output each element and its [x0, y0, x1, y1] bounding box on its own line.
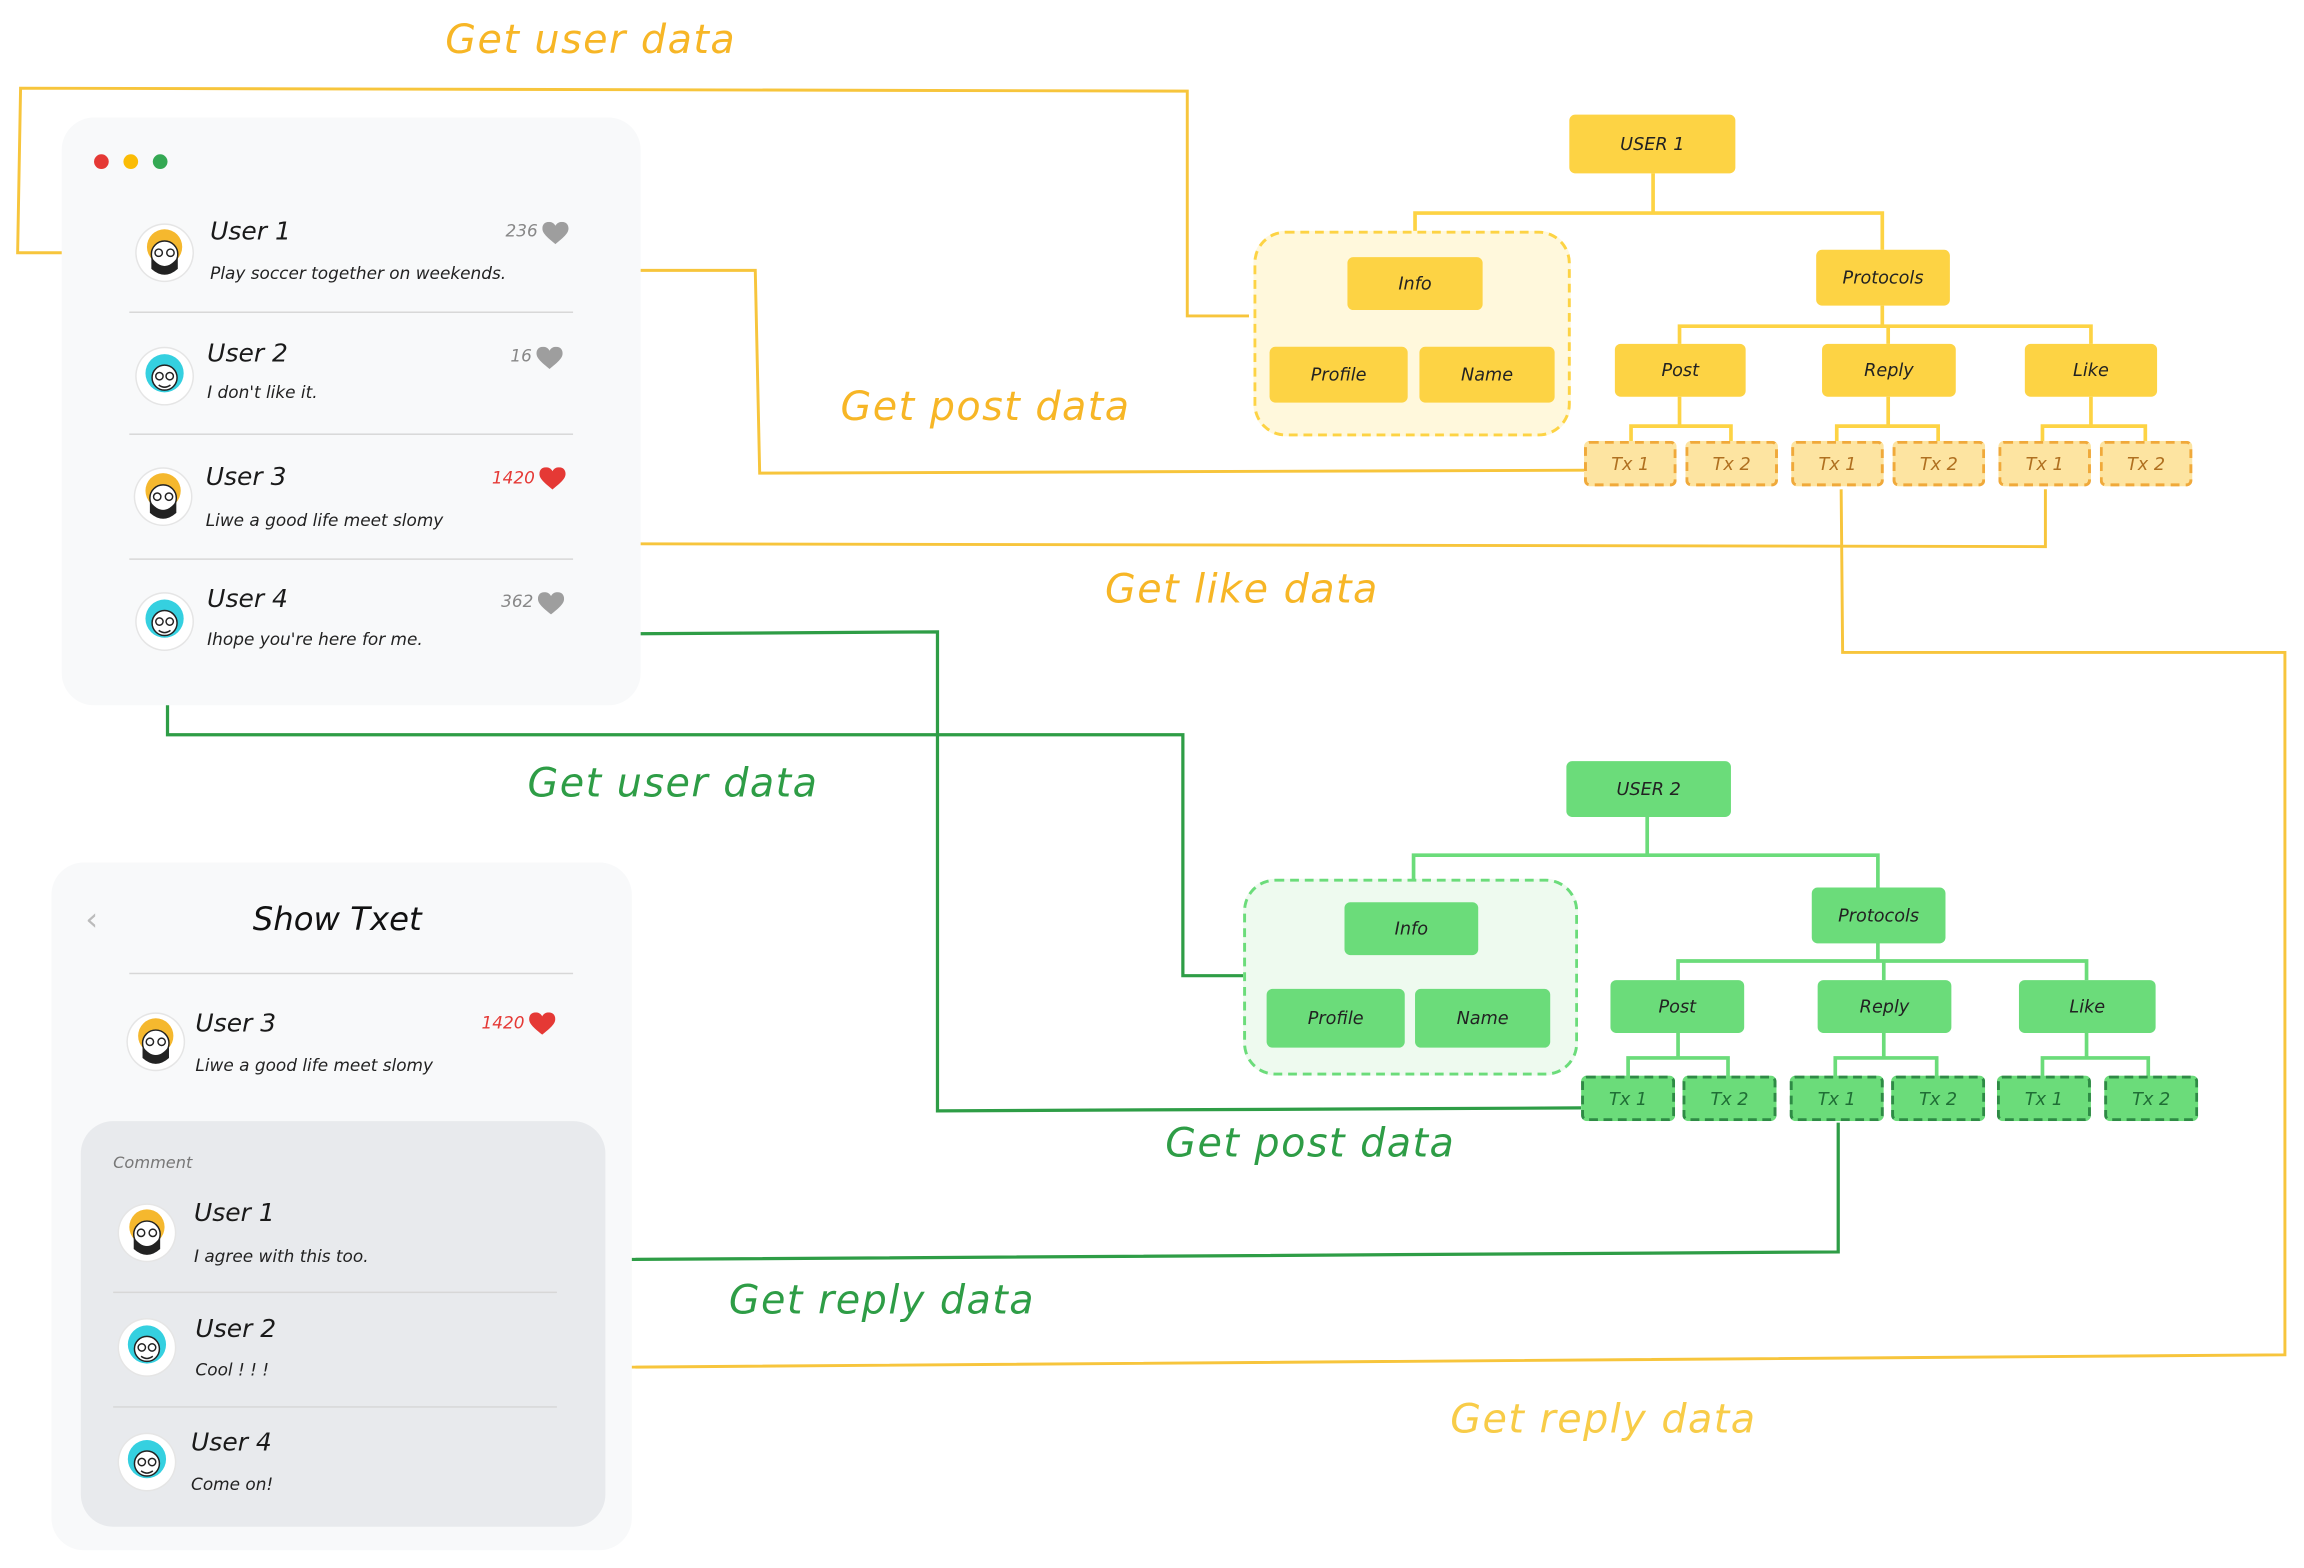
comment-username[interactable]: User 4 [191, 1428, 272, 1458]
user2-post-tx1-node[interactable]: Tx 1 [1581, 1075, 1676, 1122]
user2-name-node[interactable]: Name [1415, 988, 1551, 1048]
user2-like-node[interactable]: Like [2018, 980, 2156, 1033]
user2-reply-tx2-node[interactable]: Tx 2 [1891, 1075, 1986, 1122]
avatar-cyan-hair[interactable] [136, 593, 193, 650]
user2-root-node[interactable]: USER 2 [1566, 761, 1731, 817]
divider [113, 1406, 557, 1408]
label-get-user-data-yellow: Get user data [445, 17, 737, 64]
user2-like-tx1-node[interactable]: Tx 1 [1996, 1075, 2091, 1122]
get-reply-data-green-line [417, 1122, 1840, 1269]
window-close-dot[interactable] [94, 154, 109, 169]
avatar-cyan-hair[interactable] [119, 1319, 175, 1376]
divider [129, 311, 574, 313]
post-text: I don't like it. [207, 382, 318, 403]
user2-post-node[interactable]: Post [1610, 980, 1745, 1033]
avatar-yellow-hair-masked[interactable] [136, 224, 193, 281]
like-count: 1420 [491, 467, 535, 488]
get-post-data-green-line [470, 627, 1582, 1113]
user1-protocols-node[interactable]: Protocols [1816, 249, 1950, 306]
divider [129, 558, 574, 560]
detail-post-text: Liwe a good life meet slomy [195, 1055, 434, 1076]
user2-reply-tx1-node[interactable]: Tx 1 [1789, 1075, 1884, 1122]
heart-icon[interactable] [542, 221, 569, 246]
detail-post-username[interactable]: User 3 [195, 1009, 277, 1039]
user1-post-tx1-node[interactable]: Tx 1 [1584, 440, 1677, 487]
user1-profile-node[interactable]: Profile [1269, 346, 1408, 403]
post-username[interactable]: User 3 [205, 462, 287, 493]
comment-section-label: Comment [113, 1153, 193, 1173]
label-get-reply-data-yellow: Get reply data [1450, 1397, 1757, 1443]
user2-info-node[interactable]: Info [1344, 902, 1479, 956]
divider [129, 433, 574, 435]
comment-username[interactable]: User 2 [195, 1315, 277, 1345]
get-user-data-green-line [160, 678, 1244, 978]
user1-like-tx1-node[interactable]: Tx 1 [1998, 440, 2091, 487]
post-username[interactable]: User 4 [207, 584, 288, 615]
post-username[interactable]: User 1 [210, 217, 291, 247]
user1-name-node[interactable]: Name [1419, 346, 1555, 403]
user1-root-node[interactable]: USER 1 [1569, 114, 1736, 174]
divider [113, 1291, 557, 1294]
divider [129, 972, 574, 975]
back-chevron-icon[interactable]: ‹ [85, 902, 99, 939]
label-get-like-data-yellow: Get like data [1104, 567, 1379, 613]
like-count: 16 [510, 345, 532, 366]
user2-post-tx2-node[interactable]: Tx 2 [1682, 1075, 1777, 1122]
get-user-data-yellow-line [16, 86, 1249, 318]
user1-like-node[interactable]: Like [2024, 343, 2158, 397]
user1-reply-tx1-node[interactable]: Tx 1 [1791, 440, 1884, 487]
avatar-cyan-hair[interactable] [119, 1434, 175, 1490]
window-minimize-dot[interactable] [123, 154, 139, 169]
label-get-user-data-green: Get user data [527, 761, 819, 807]
user1-post-tx2-node[interactable]: Tx 2 [1685, 440, 1778, 487]
label-get-reply-data-green: Get reply data [728, 1278, 1036, 1324]
heart-icon[interactable] [536, 346, 563, 371]
get-like-data-yellow-line [548, 489, 2047, 549]
like-count: 1420 [481, 1012, 525, 1033]
avatar-cyan-hair[interactable] [136, 348, 193, 405]
user1-reply-tx2-node[interactable]: Tx 2 [1892, 440, 1986, 487]
user1-reply-node[interactable]: Reply [1822, 343, 1956, 397]
comment-text: Cool ! ! ! [195, 1359, 270, 1380]
user2-profile-node[interactable]: Profile [1266, 988, 1405, 1048]
avatar-yellow-hair-masked[interactable] [135, 468, 192, 525]
get-post-data-yellow-line [540, 263, 1585, 475]
comment-text: I agree with this too. [193, 1246, 369, 1267]
like-count: 362 [501, 590, 534, 612]
post-text: Play soccer together on weekends. [210, 263, 507, 284]
user1-like-tx2-node[interactable]: Tx 2 [2099, 440, 2193, 487]
avatar-yellow-hair-masked[interactable] [127, 1013, 184, 1070]
heart-icon-liked[interactable] [529, 1012, 556, 1036]
post-username[interactable]: User 2 [207, 339, 288, 369]
comment-username[interactable]: User 1 [193, 1199, 275, 1229]
post-text: Liwe a good life meet slomy [205, 509, 444, 531]
label-get-post-data-green: Get post data [1165, 1121, 1456, 1167]
label-get-post-data-yellow: Get post data [840, 384, 1131, 431]
user1-post-node[interactable]: Post [1614, 343, 1746, 397]
user1-info-node[interactable]: Info [1347, 257, 1483, 311]
detail-title: Show Txet [252, 902, 422, 939]
get-reply-data-yellow-line [312, 489, 2287, 1377]
heart-icon-liked[interactable] [539, 467, 566, 491]
avatar-yellow-hair-masked[interactable] [119, 1204, 175, 1261]
user2-protocols-node[interactable]: Protocols [1811, 887, 1946, 944]
window-maximize-dot[interactable] [152, 154, 168, 169]
heart-icon[interactable] [537, 592, 565, 616]
like-count: 236 [505, 220, 538, 241]
post-text: Ihope you're here for me. [207, 628, 423, 650]
comment-text: Come on! [191, 1473, 274, 1495]
user2-like-tx2-node[interactable]: Tx 2 [2104, 1075, 2199, 1122]
user2-reply-node[interactable]: Reply [1817, 980, 1952, 1033]
